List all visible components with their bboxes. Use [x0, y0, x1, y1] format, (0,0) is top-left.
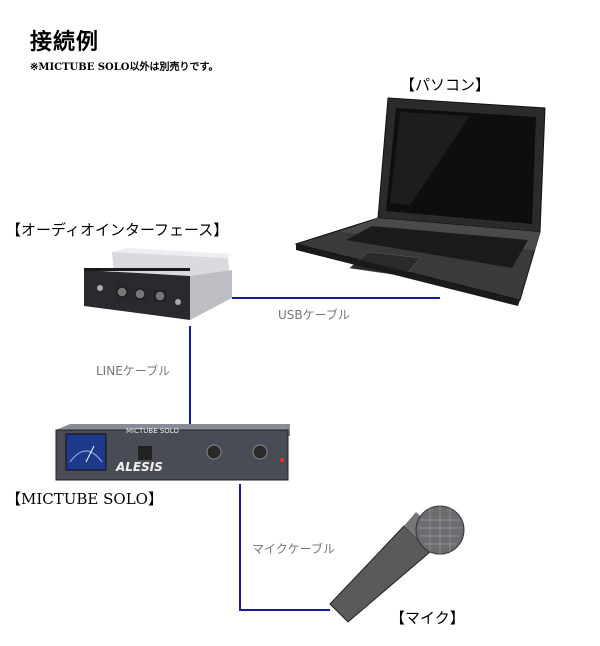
microphone-icon [329, 505, 465, 623]
mictube-label: 【MICTUBE SOLO】 [6, 490, 163, 508]
interface-label: 【オーディオインターフェース】 [6, 221, 229, 239]
audio-interface-icon [84, 248, 232, 320]
mictube-solo-icon [55, 424, 290, 481]
mictube-brand-text: ALESIS [116, 460, 163, 474]
availability-note: ※MICTUBE SOLO以外は別売りです。 [30, 62, 219, 73]
line-cable-label: LINEケーブル [96, 364, 171, 378]
mic-label: 【マイク】 [390, 609, 465, 627]
usb-cable-label: USBケーブル [278, 308, 350, 322]
page-title: 接続例 [30, 29, 100, 55]
pc-label: 【パソコン】 [400, 76, 491, 94]
mic-cable-label: マイクケーブル [252, 542, 336, 556]
mic-cable [239, 484, 330, 611]
laptop-icon [294, 97, 546, 306]
mictube-model-text: MICTUBE SOLO [126, 427, 179, 435]
